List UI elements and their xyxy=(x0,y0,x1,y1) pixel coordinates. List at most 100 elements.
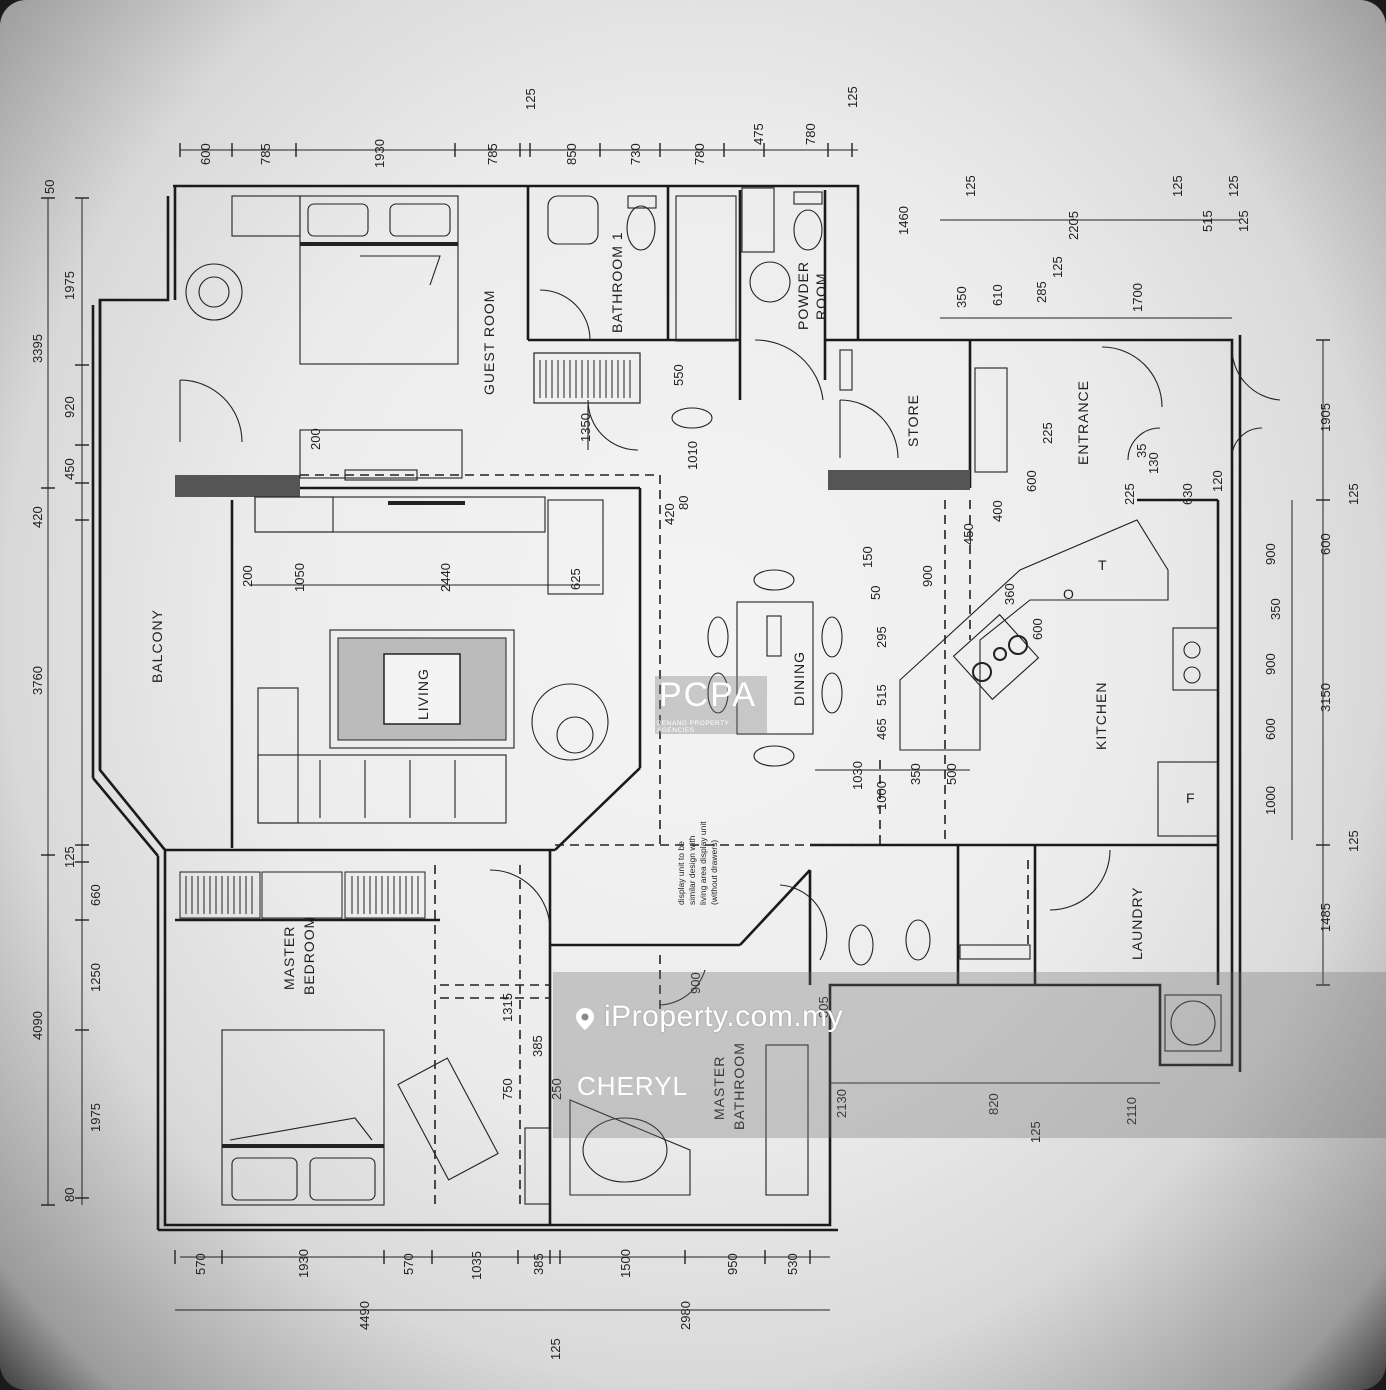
kitchen-label: KITCHEN xyxy=(1093,682,1109,750)
dim-rs-0: 1905 xyxy=(1318,403,1333,432)
hatched-walls xyxy=(175,352,970,497)
dim-in-3: 80 xyxy=(676,496,691,510)
dim-left-5: 420 xyxy=(30,506,45,528)
dim-rs-4: 350 xyxy=(1268,598,1283,620)
note-line-3: living area display unit xyxy=(698,821,708,905)
interior-walls xyxy=(165,186,1220,1225)
dim-in-17: 295 xyxy=(874,626,889,648)
note-line-2: similar design with xyxy=(687,835,697,905)
dim-top-7: 780 xyxy=(692,143,707,165)
dim-in-38: 820 xyxy=(986,1093,1001,1115)
balcony-label: BALCONY xyxy=(149,609,165,683)
dim-in-22: 350 xyxy=(908,763,923,785)
dim-in-24: 360 xyxy=(1002,583,1017,605)
dim-bot-4490: 4490 xyxy=(357,1301,372,1330)
entrance-label: ENTRANCE xyxy=(1075,380,1091,465)
dim-top-4: 125 xyxy=(523,88,538,110)
dim-left-4: 450 xyxy=(62,458,77,480)
room-labels: GUEST ROOM BATHROOM 1 POWDER ROOM STORE … xyxy=(149,231,1145,1130)
dim-in-1: 550 xyxy=(671,364,686,386)
powder-room-label-1: POWDER xyxy=(795,261,811,330)
dimensions-top: 600 785 1930 785 125 850 730 780 475 780… xyxy=(198,86,860,168)
master-bedroom-label-2: BEDROOM xyxy=(301,916,317,995)
dim-bot-1: 1930 xyxy=(296,1249,311,1278)
dim-in-13: 450 xyxy=(961,523,976,545)
dim-in-29: 630 xyxy=(1180,483,1195,505)
dim-in-28: 130 xyxy=(1146,452,1161,474)
master-bathroom-label-2: BATHROOM xyxy=(731,1042,747,1130)
note-line-4: (without drawers) xyxy=(709,840,719,905)
dim-in-20: 1030 xyxy=(850,761,865,790)
dim-top-0: 600 xyxy=(198,143,213,165)
dim-in-35: 250 xyxy=(549,1078,564,1100)
dim-in-33: 385 xyxy=(530,1035,545,1057)
dim-rs-9: 125 xyxy=(1346,830,1361,852)
dimension-lines xyxy=(47,149,1324,1311)
dim-rr-3: 125 xyxy=(1050,256,1065,278)
dim-bot-2: 570 xyxy=(401,1253,416,1275)
guest-room-label: GUEST ROOM xyxy=(481,290,497,395)
dashed-outlines xyxy=(300,474,1029,1210)
dim-bot-2980: 2980 xyxy=(678,1301,693,1330)
note-line-1: display unit to be xyxy=(676,841,686,905)
dim-ru-4: 125 xyxy=(1226,175,1241,197)
dim-in-12: 400 xyxy=(990,500,1005,522)
dim-rs-2: 600 xyxy=(1318,533,1333,555)
dim-bot-3: 1035 xyxy=(469,1251,484,1280)
dim-top-10: 125 xyxy=(845,86,860,108)
dim-left-2: 3395 xyxy=(30,334,45,363)
dim-rs-8: 1000 xyxy=(1263,786,1278,815)
watermark-band xyxy=(553,972,1386,1138)
dim-rr-2: 285 xyxy=(1034,281,1049,303)
dim-in-19: 465 xyxy=(874,718,889,740)
oven-label: O xyxy=(1063,586,1075,602)
agency-logo-subtitle: PENANG PROPERTY AGENCIES xyxy=(657,720,730,734)
dim-ru-3: 2205 xyxy=(1066,211,1081,240)
laundry-label: LAUNDRY xyxy=(1129,886,1145,960)
dim-in-36: 305 xyxy=(816,996,831,1018)
watermark-agent: CHERYL xyxy=(577,1071,689,1101)
dim-ru-2: 125 xyxy=(1170,175,1185,197)
dim-top-2: 1930 xyxy=(372,139,387,168)
dim-rr-1: 610 xyxy=(990,284,1005,306)
dimension-ticks xyxy=(41,143,1330,1264)
dim-left-6: 3760 xyxy=(30,666,45,695)
dim-ru-1: 1460 xyxy=(896,206,911,235)
dim-in-5: 200 xyxy=(308,428,323,450)
dimensions-right: 125 1460 125 2205 125 515 125 350 610 28… xyxy=(896,175,1361,932)
closet-hatching xyxy=(179,360,631,919)
furniture xyxy=(185,187,1222,1206)
dim-left-9: 1250 xyxy=(88,963,103,992)
dim-in-0: 1350 xyxy=(578,413,593,442)
dim-top-5: 850 xyxy=(564,143,579,165)
dim-in-27: 120 xyxy=(1210,470,1225,492)
dim-in-21: 1000 xyxy=(874,781,889,810)
dim-bot-5: 1500 xyxy=(618,1249,633,1278)
dim-rs-1: 125 xyxy=(1346,483,1361,505)
dim-in-2: 1010 xyxy=(685,441,700,470)
dim-bot-0: 570 xyxy=(193,1253,208,1275)
dim-rr-0: 350 xyxy=(954,286,969,308)
dim-bot-7: 530 xyxy=(785,1253,800,1275)
dim-in-6: 1050 xyxy=(292,563,307,592)
location-pin-icon xyxy=(576,1008,594,1030)
dim-rs-5: 900 xyxy=(1263,653,1278,675)
bathroom-1-label: BATHROOM 1 xyxy=(609,231,625,333)
dim-top-6: 730 xyxy=(628,143,643,165)
watermark-site: iProperty.com.my xyxy=(604,1000,844,1033)
master-bedroom-label-1: MASTER xyxy=(281,926,297,990)
dim-in-34: 750 xyxy=(500,1078,515,1100)
dim-rs-6: 3150 xyxy=(1318,683,1333,712)
dim-in-16: 50 xyxy=(868,586,883,600)
dim-ru-0: 125 xyxy=(963,175,978,197)
dim-ru-5: 515 xyxy=(1200,210,1215,232)
dim-top-3: 785 xyxy=(485,143,500,165)
agency-logo-mark: PCPA xyxy=(659,676,758,714)
dim-top-1: 785 xyxy=(258,143,273,165)
kitchen-appliance-labels: O T F xyxy=(1063,557,1195,806)
dim-rs-10: 1485 xyxy=(1318,903,1333,932)
display-unit-note: display unit to be similar design with l… xyxy=(676,821,719,905)
powder-room-label-2: ROOM xyxy=(813,272,829,320)
dim-in-11: 600 xyxy=(1024,470,1039,492)
